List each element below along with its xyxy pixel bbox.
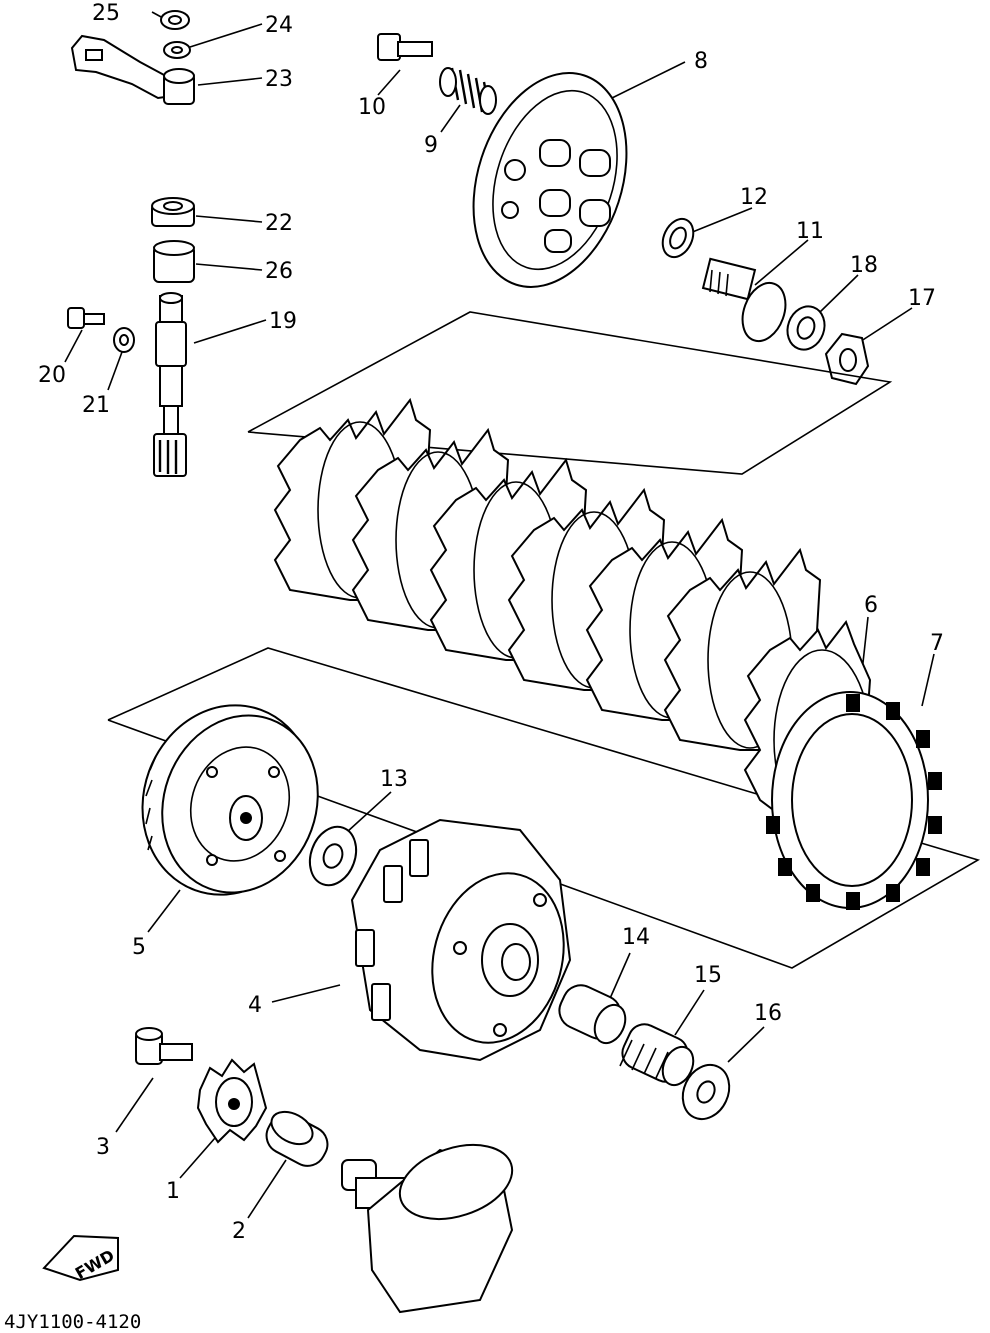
- spring-9: [439, 67, 497, 115]
- part-label-7: 7: [930, 631, 944, 656]
- washer-24: [163, 41, 191, 59]
- reference-code: 4JY1100-4120: [4, 1311, 141, 1333]
- part-label-3: 3: [96, 1135, 110, 1160]
- part-label-12: 12: [740, 185, 768, 210]
- part-label-21: 21: [82, 393, 110, 418]
- push-rod-shaft-assembly: [67, 197, 195, 477]
- plate-stack: [273, 397, 942, 910]
- part-label-14: 14: [622, 925, 650, 950]
- part-label-23: 23: [265, 67, 293, 92]
- part-label-15: 15: [694, 963, 722, 988]
- spacer-14: [558, 984, 627, 1045]
- part-label-18: 18: [850, 253, 878, 278]
- part-label-5: 5: [132, 935, 146, 960]
- pressure-plate-8: [472, 72, 628, 288]
- seal-12: [661, 217, 695, 259]
- part-label-1: 1: [166, 1179, 180, 1204]
- crankshaft-outline: [341, 1144, 514, 1314]
- clutch-pack-outline: [107, 311, 981, 969]
- part-label-24: 24: [265, 13, 293, 38]
- part-label-22: 22: [265, 211, 293, 236]
- push-lever-shaft-19: [153, 292, 187, 477]
- part-label-13: 13: [380, 767, 408, 792]
- part-label-17: 17: [908, 286, 936, 311]
- fwd-indicator: FWD: [42, 1234, 119, 1283]
- thrust-washer-13: [308, 825, 358, 887]
- nut-18: [786, 305, 826, 351]
- steel-plate-7: [766, 691, 942, 910]
- part-label-9: 9: [424, 133, 438, 158]
- collar-26: [153, 240, 195, 283]
- part-label-11: 11: [796, 219, 824, 244]
- part-label-2: 2: [232, 1219, 246, 1244]
- lock-washer-17: [824, 332, 870, 386]
- push-rod-assembly: [661, 217, 870, 386]
- pressure-plate-assembly: [377, 33, 628, 288]
- push-lever-23: [70, 34, 195, 105]
- bolt-3: [135, 1027, 193, 1065]
- clip-25: [160, 10, 190, 30]
- bolt-10: [377, 33, 433, 61]
- part-label-4: 4: [248, 993, 262, 1018]
- part-label-25: 25: [92, 1, 120, 26]
- washer-21: [113, 327, 135, 353]
- part-label-8: 8: [694, 49, 708, 74]
- part-label-19: 19: [269, 309, 297, 334]
- primary-drive-gear-1: [196, 1058, 268, 1144]
- push-lever-assembly: [70, 10, 195, 105]
- part-labels: 25 24 23 22 26 19 20 21 10 9 8 12 11 18 …: [38, 1, 944, 1244]
- clutch-boss-4: [350, 818, 572, 1062]
- spacer-2: [265, 1110, 329, 1167]
- leader-lines: [64, 11, 935, 1219]
- part-label-26: 26: [265, 259, 293, 284]
- bolt-20: [67, 307, 105, 329]
- primary-driven-gear-5: [141, 704, 319, 896]
- push-plate-11: [701, 257, 787, 343]
- bearing-22: [151, 197, 195, 227]
- thrust-washer-16: [681, 1063, 731, 1121]
- part-label-16: 16: [754, 1001, 782, 1026]
- needle-bearing-15: [619, 1023, 695, 1087]
- part-label-6: 6: [864, 593, 878, 618]
- part-label-20: 20: [38, 363, 66, 388]
- part-label-10: 10: [358, 95, 386, 120]
